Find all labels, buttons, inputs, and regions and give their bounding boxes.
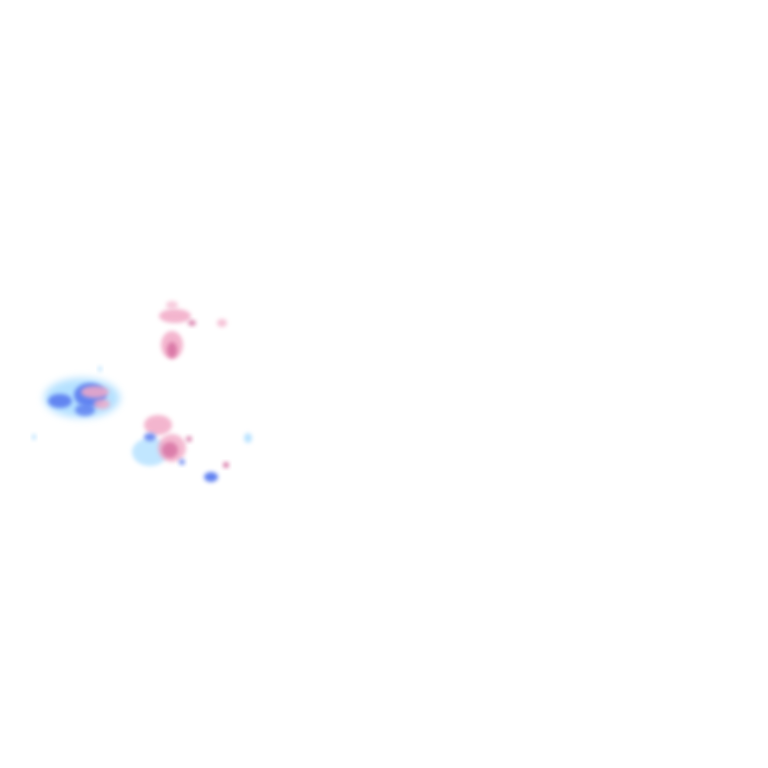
- north-top-cell-echo: [217, 319, 227, 327]
- north-cell-core-echo: [167, 342, 177, 358]
- south-scatter-light-echo: [244, 433, 252, 443]
- north-cell-echo: [159, 309, 191, 323]
- storm-cell-west-core-echo: [48, 394, 72, 408]
- south-cell-core-echo: [186, 436, 192, 442]
- south-cell-core-echo: [162, 442, 178, 458]
- north-cell-core-echo: [188, 320, 196, 326]
- south-small-blue-echo: [144, 433, 156, 441]
- southeast-blob-echo: [204, 472, 218, 482]
- south-small-blue-echo: [179, 459, 185, 465]
- storm-cell-west-core-echo: [75, 404, 95, 416]
- southeast-dot-echo: [223, 462, 229, 468]
- storm-cell-west-pink-echo: [94, 399, 110, 409]
- east-fleck-echo: [98, 366, 102, 372]
- south-cell-echo: [144, 415, 172, 435]
- storm-cell-west-pink-echo: [81, 386, 109, 398]
- south-scatter-light-echo: [32, 434, 36, 440]
- north-top-cell-echo: [166, 301, 178, 309]
